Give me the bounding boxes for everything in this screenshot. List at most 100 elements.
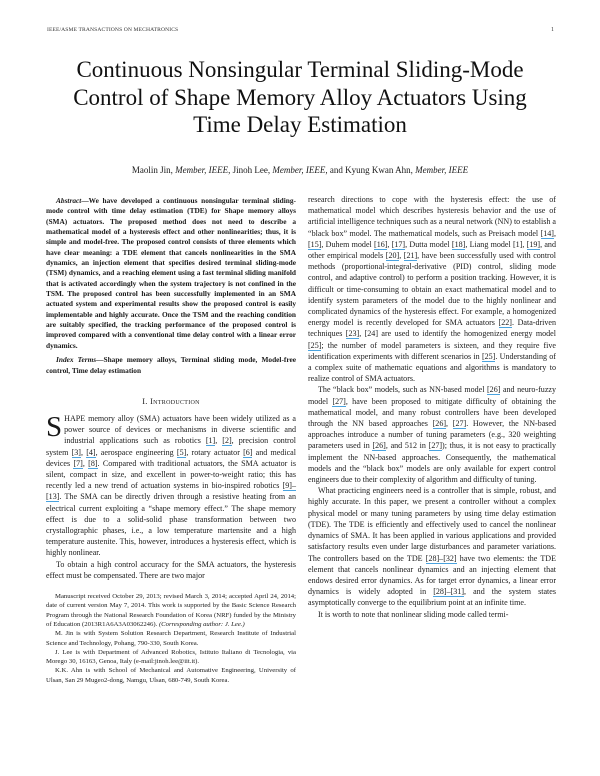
index-terms-label: Index Terms (56, 355, 97, 365)
citation-link[interactable]: [14] (540, 228, 554, 239)
separator: , (170, 165, 176, 175)
footnotes: Manuscript received October 29, 2013; re… (46, 592, 296, 685)
body-text: , [24] are used to identify the homogeni… (359, 329, 556, 339)
body-text: have two elements: the TDE element that … (308, 553, 556, 597)
body-text: . The SMA can be directly driven through… (46, 492, 296, 558)
citation-link[interactable]: [3] (71, 447, 81, 458)
abstract-dash: — (81, 196, 89, 205)
body-text: , aerospace engineering (95, 447, 177, 457)
citation-link[interactable]: [5] (176, 447, 187, 458)
body-text: , (446, 419, 453, 429)
citation-link[interactable]: [25] (481, 351, 496, 362)
body-text: , (399, 251, 404, 261)
rich-text: The “black box” models, such as NN-based… (308, 385, 556, 484)
corresponding-author: (Corresponding author: J. Lee.) (158, 620, 245, 628)
body-text: What practicing engineers need is a cont… (308, 486, 556, 563)
citation-link[interactable]: [15] (308, 239, 322, 250)
body-text: , (553, 228, 556, 238)
separator: , (267, 165, 273, 175)
body-text: , and 512 in (385, 441, 429, 451)
citation-link[interactable]: [2] (222, 436, 232, 447)
intro-paragraph-5: What practicing engineers need is a cont… (308, 485, 556, 608)
footnote-author-2: J. Lee is with Department of Advanced Ro… (46, 648, 296, 666)
separator: , (410, 165, 416, 175)
abstract-label: Abstract (56, 196, 82, 205)
drop-cap: S (46, 411, 63, 444)
section-title: Introduction (150, 396, 200, 406)
body-text: , have been proposed to mitigate difficu… (308, 396, 556, 429)
footnote-author-3: K.K. Ahn is with School of Mechanical an… (46, 667, 296, 684)
body-text: ); thus, it is not easy to practically i… (308, 441, 556, 485)
citation-link[interactable]: [27] (428, 441, 443, 452)
citation-link[interactable]: [23] (345, 329, 360, 340)
body-text: research directions to cope with the hys… (308, 195, 556, 238)
index-terms: Index Terms—Shape memory alloys, Termina… (46, 355, 296, 376)
body-text: . Data-driven techniques (308, 318, 557, 339)
intro-paragraph-3: research directions to cope with the hys… (308, 194, 556, 384)
body-text: , Dutta model (405, 239, 452, 249)
body-text: . Compared with traditional actuators, t… (46, 458, 296, 491)
citation-link[interactable]: [9]–[13] (46, 481, 296, 503)
body-text: HAPE memory alloy (SMA) actuators have b… (64, 414, 296, 446)
index-terms-text: Shape memory alloys, Terminal sliding mo… (46, 355, 296, 375)
citation-link[interactable]: [20] (385, 251, 400, 262)
title-line-3: Time Delay Estimation (193, 112, 407, 137)
citation-link[interactable]: [27] (452, 419, 467, 430)
citation-link[interactable]: [27] (332, 396, 346, 407)
body-text: , (215, 436, 223, 446)
body-text: ; the number of model parameters is sixt… (308, 340, 556, 361)
intro-paragraph-6: It is worth to note that nonlinear slidi… (318, 609, 509, 619)
citation-link[interactable]: [28]–[31] (433, 587, 465, 598)
body-text: The “black box” models, such as NN-based… (318, 385, 487, 395)
author-name: Maolin Jin (131, 165, 171, 175)
citation-link[interactable]: [28]–[32] (425, 553, 457, 564)
abstract-text: We have developed a continuous nonsingul… (46, 196, 296, 350)
author-name: Kyung Kwan Ahn (345, 165, 411, 175)
citation-link[interactable]: [25] (308, 340, 322, 351)
citation-link[interactable]: [26] (487, 385, 501, 396)
author-affiliation: Member, IEEE (175, 165, 229, 175)
citation-link[interactable]: [1] (205, 436, 216, 447)
body-text: and neuro-fuzzy model (308, 385, 556, 406)
title-line-1: Continuous Nonsingular Terminal Sliding-… (76, 57, 524, 82)
body-text: , precision control system (46, 436, 296, 457)
section-heading-introduction: I. Introduction (46, 396, 296, 407)
footnote-author-1: M. Jin is with System Solution Research … (46, 630, 296, 647)
rich-text: HAPE memory alloy (SMA) actuators have b… (46, 414, 296, 557)
citation-link[interactable]: [6] (243, 447, 253, 458)
citation-link[interactable]: [17] (391, 239, 406, 250)
citation-link[interactable]: [18] (451, 239, 466, 250)
title-line-2: Control of Shape Memory Alloy Actuators … (73, 84, 527, 110)
citation-link[interactable]: [8] (88, 458, 98, 469)
author-affiliation: Member, IEEE (415, 165, 469, 175)
body-text: , and the system states asymptotically c… (308, 587, 556, 608)
body-text: . However, the NN-based approaches intro… (308, 419, 557, 451)
body-text: , Duhem model (321, 239, 375, 249)
body-text: , rotary actuator (186, 447, 244, 457)
section-number: I. (142, 396, 148, 406)
rich-text: research directions to cope with the hys… (308, 195, 556, 383)
body-text: , have been successfully used with contr… (308, 251, 556, 328)
body-text: and medical devices (46, 447, 296, 468)
intro-paragraph-4: The “black box” models, such as NN-based… (308, 384, 556, 485)
index-terms-dash: — (96, 355, 104, 365)
footnote-manuscript: Manuscript received October 29, 2013; re… (46, 592, 296, 629)
left-column: Abstract—We have developed a continuous … (46, 196, 296, 685)
running-head: IEEE/ASME TRANSACTIONS ON MECHATRONICS (47, 27, 179, 33)
author-name: Jinoh Lee (232, 165, 268, 175)
citation-link[interactable]: [26] (432, 419, 447, 430)
body-text: , and other empirical models (308, 239, 556, 261)
body-text: , (82, 458, 89, 468)
citation-link[interactable]: [21] (403, 251, 418, 262)
citation-link[interactable]: [26] (372, 441, 386, 452)
page-number: 1 (551, 27, 554, 33)
abstract: Abstract—We have developed a continuous … (46, 196, 296, 351)
citation-link[interactable]: [7] (73, 458, 83, 469)
intro-paragraph-2: To obtain a high control accuracy for th… (46, 559, 296, 580)
citation-link[interactable]: [19] (526, 239, 541, 250)
separator: , and (325, 165, 346, 175)
citation-link[interactable]: [16] (374, 239, 388, 250)
citation-link[interactable]: [22] (498, 318, 512, 329)
body-text: , Liang model [1], (465, 239, 527, 249)
citation-link[interactable]: [4] (86, 447, 96, 458)
